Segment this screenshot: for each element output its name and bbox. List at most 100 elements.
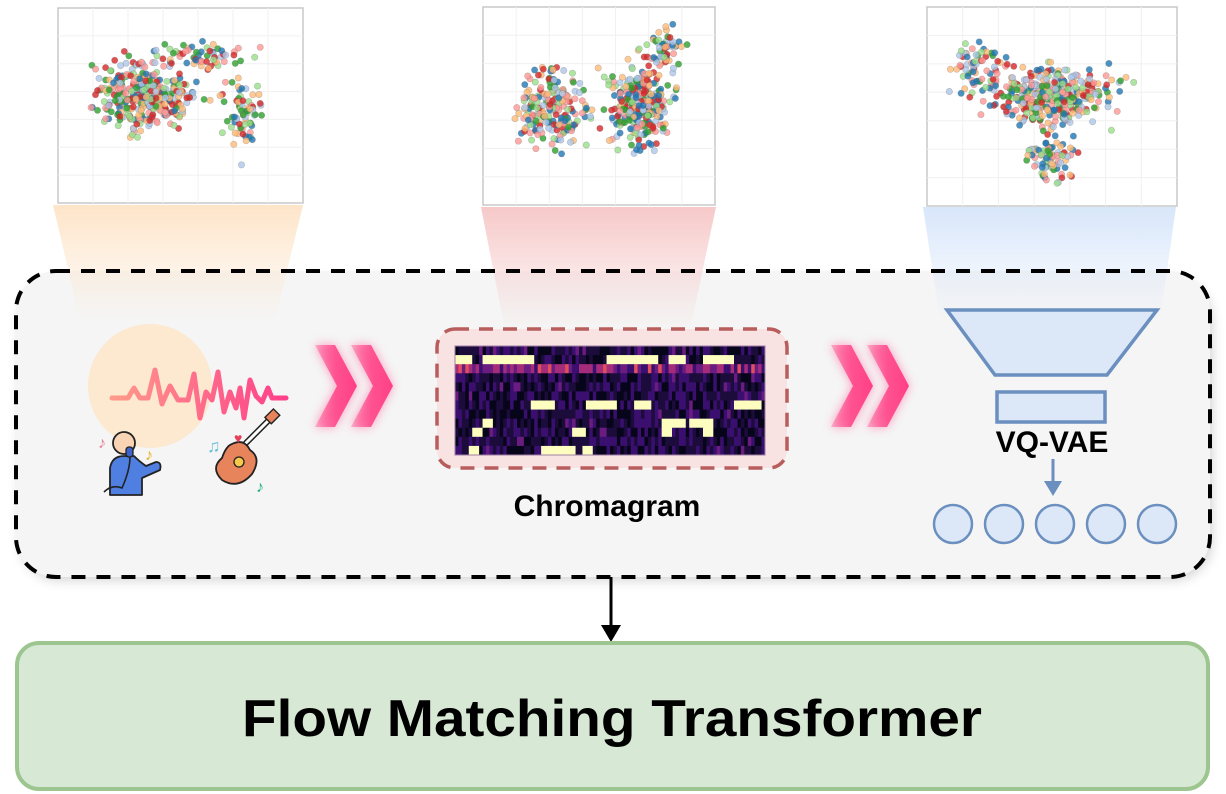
- chromagram-cell: [455, 436, 459, 447]
- scatter-point: [203, 58, 211, 66]
- chromagram-cell: [558, 364, 563, 374]
- chromagram-cell: [634, 391, 638, 401]
- chromagram-cell: [620, 400, 625, 410]
- chromagram-cell: [496, 445, 501, 456]
- chromagram-cell: [579, 427, 583, 438]
- chromagram-cell: [623, 391, 628, 401]
- chromagram-cell: [544, 355, 549, 365]
- chromagram-cell: [517, 346, 521, 356]
- chromagram-cell: [534, 355, 539, 365]
- scatter-point: [220, 58, 228, 66]
- chromagram-cell: [506, 427, 511, 438]
- scatter-point: [137, 127, 145, 135]
- chromagram-cell: [527, 445, 532, 456]
- chromagram-cell: [661, 346, 666, 356]
- chromagram-cell: [527, 346, 532, 356]
- scatter-point: [655, 28, 663, 36]
- chromagram-cell: [761, 418, 766, 429]
- chromagram-cell: [620, 373, 625, 383]
- chromagram-cell: [554, 346, 559, 356]
- chromagram-cell: [572, 382, 576, 392]
- chromagram-cell: [603, 436, 607, 447]
- chromagram-cell: [747, 436, 752, 447]
- vqvae-stage: VQ-VAE: [932, 308, 1178, 545]
- chromagram-cell: [723, 445, 728, 456]
- chromagram-cell: [627, 373, 632, 383]
- chromagram-cell: [754, 391, 759, 401]
- chromagram-cell: [589, 364, 594, 374]
- chromagram-cell: [682, 346, 687, 356]
- scatter-point: [1038, 99, 1046, 107]
- scatter-point: [628, 65, 636, 73]
- chromagram-cell: [692, 400, 697, 410]
- scatter-point: [1049, 123, 1057, 131]
- scatter-point: [972, 77, 980, 85]
- chromagram-cell: [744, 346, 749, 356]
- scatter-point: [975, 38, 983, 46]
- chromagram-cell: [534, 391, 539, 401]
- chromagram-cell: [554, 418, 559, 429]
- scatter-point: [170, 77, 178, 85]
- scatter-point: [1043, 105, 1051, 113]
- scatter-point: [586, 112, 594, 120]
- arrow-down-icon: [601, 625, 621, 642]
- chromagram-cell: [616, 346, 621, 356]
- scatter-point: [239, 111, 247, 119]
- chromagram-cell: [489, 346, 494, 356]
- chromagram-cell: [513, 427, 518, 438]
- chromagram-cell: [565, 409, 570, 420]
- scatter-point: [137, 106, 145, 114]
- chromagram-cell: [506, 391, 511, 401]
- chromagram-cell: [603, 355, 607, 365]
- chromagram-cell: [675, 373, 680, 383]
- chromagram-cell: [475, 346, 480, 356]
- chromagram-cell: [517, 418, 521, 429]
- chromagram-cell: [551, 418, 556, 429]
- chromagram-cell: [665, 409, 669, 420]
- scatter-point: [206, 96, 214, 104]
- chromagram-cell: [616, 445, 621, 456]
- chromagram-cell: [492, 409, 497, 420]
- chromagram-cell: [610, 346, 614, 356]
- scatter-plot-audio: [57, 7, 304, 204]
- chromagram-cell: [661, 409, 666, 420]
- chromagram-cell: [720, 427, 725, 438]
- scatter-point: [1117, 77, 1125, 85]
- scatter-point: [576, 79, 584, 87]
- chromagram-cell: [496, 364, 501, 374]
- chromagram-cell: [458, 400, 463, 410]
- chromagram-cell: [575, 391, 580, 401]
- scatter-point: [560, 67, 568, 75]
- chromagram-cell: [585, 382, 590, 392]
- chromagram-cell: [465, 418, 470, 429]
- chromagram-cell: [692, 418, 697, 429]
- chromagram-cell: [558, 355, 563, 365]
- chromagram-cell: [627, 436, 632, 447]
- scatter-point: [1044, 131, 1052, 139]
- chromagram-cell: [761, 409, 766, 420]
- chromagram-cell: [589, 427, 594, 438]
- chromagram-cell: [461, 436, 466, 447]
- chromagram-cell: [482, 346, 487, 356]
- chromagram-cell: [496, 346, 501, 356]
- chromagram-cell: [575, 427, 580, 438]
- scatter-point: [635, 141, 643, 149]
- chromagram-cell: [582, 364, 587, 374]
- chromagram-cell: [527, 409, 532, 420]
- scatter-point: [1047, 58, 1055, 66]
- chromagram-cell: [706, 364, 711, 374]
- chromagram-cell: [758, 445, 762, 456]
- scatter-point: [1059, 80, 1067, 88]
- chromagram-cell: [758, 346, 762, 356]
- chromagram-cell: [489, 391, 494, 401]
- chromagram-cell: [561, 382, 566, 392]
- chromagram-cell: [723, 409, 728, 420]
- chromagram-cell: [530, 391, 535, 401]
- chromagram-cell: [582, 373, 587, 383]
- chromagram-cell: [489, 427, 494, 438]
- chromagram-cell: [654, 346, 659, 356]
- chromagram-cell: [520, 409, 525, 420]
- chromagram-cell: [744, 373, 749, 383]
- scatter-point: [168, 59, 176, 67]
- chromagram-cell: [623, 400, 628, 410]
